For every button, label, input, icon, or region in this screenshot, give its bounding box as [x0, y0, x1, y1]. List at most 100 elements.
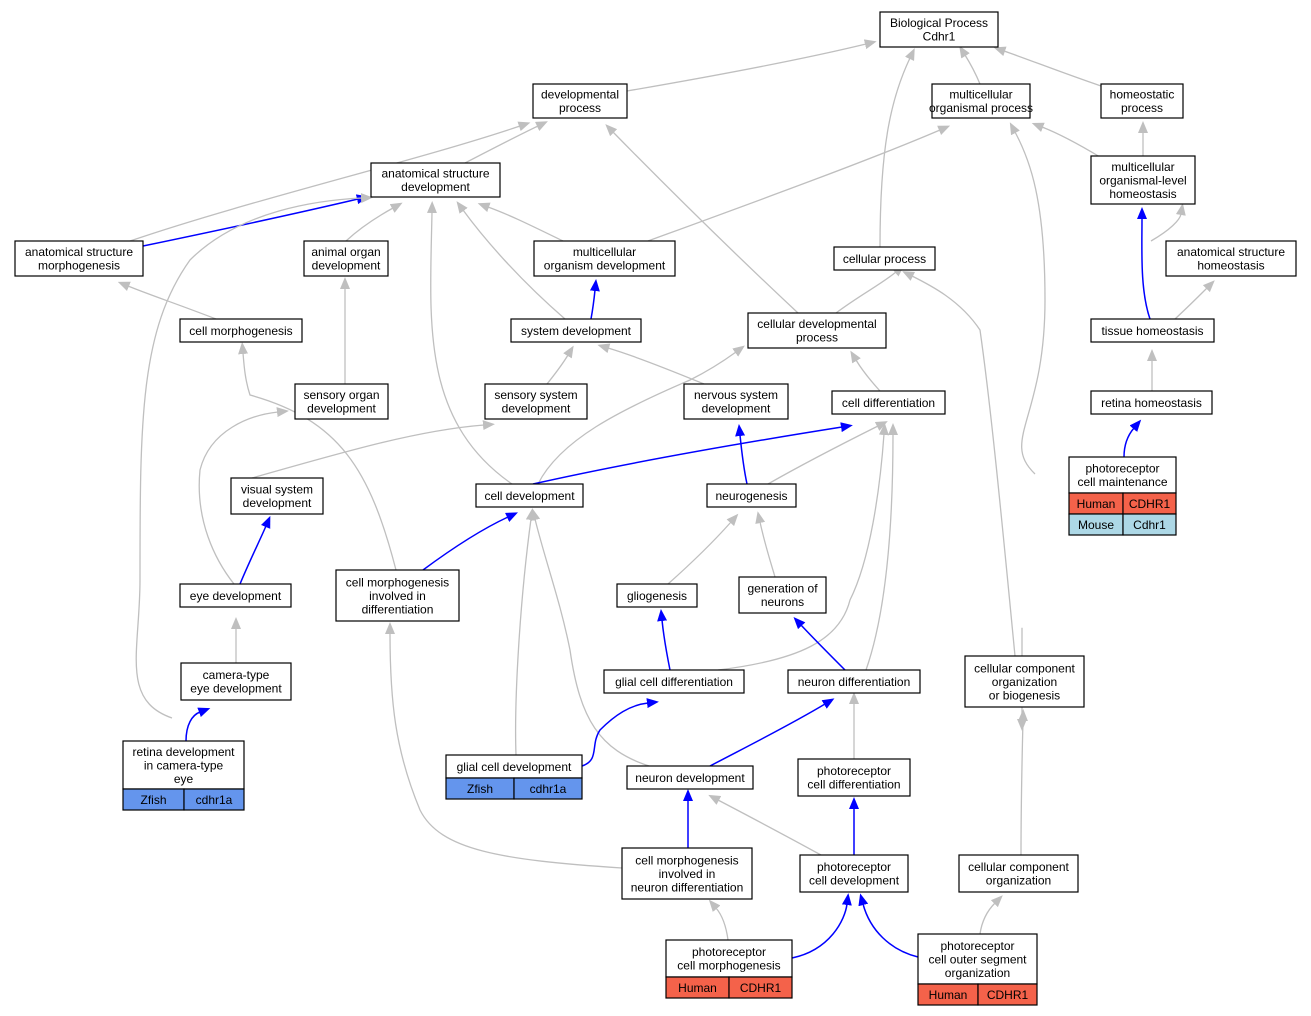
edge-22: [589, 279, 600, 320]
node-box: [14, 240, 144, 277]
node-label-line: development: [307, 402, 376, 416]
species-cell-text: Zfish: [467, 782, 493, 796]
node-glialdiff[interactable]: glial cell differentiation: [603, 669, 745, 694]
node-label-line: cellular developmental: [757, 317, 876, 331]
node-box: [931, 83, 1031, 119]
edge-35: [767, 421, 888, 485]
node-label-line: in camera-type: [144, 758, 224, 772]
node-label-line: multicellular: [949, 88, 1012, 102]
node-label-line: neuron differentiation: [631, 880, 744, 894]
node-label-line: development: [243, 496, 312, 510]
node-box: [510, 318, 642, 343]
edge-1: [959, 45, 981, 85]
edge-46: [717, 423, 889, 671]
node-label-line: sensory system: [494, 388, 577, 402]
edge-50: [581, 698, 659, 767]
node-box: [621, 847, 753, 900]
node-label-line: neurogenesis: [715, 489, 787, 503]
node-label-line: photoreceptor: [1085, 462, 1159, 476]
node-sysdev[interactable]: system development: [510, 318, 642, 343]
node-box: [475, 483, 584, 508]
gene-cell: CDHR1: [728, 976, 793, 999]
gene-cell-text: CDHR1: [987, 988, 1029, 1002]
edge-17: [1150, 203, 1186, 242]
node-cellproc[interactable]: cellular process: [833, 246, 936, 271]
node-label-line: neuron development: [635, 771, 745, 785]
node-gliogen[interactable]: gliogenesis: [616, 583, 698, 608]
gene-cell-bg: [728, 976, 793, 999]
node-eyedev[interactable]: eye development: [179, 583, 292, 608]
node-label-line: cell development: [809, 874, 900, 888]
gene-cell: CDHR1: [1122, 492, 1177, 515]
node-box: [1165, 240, 1297, 277]
gene-cell-bg: [513, 777, 583, 800]
edge-45: [657, 609, 671, 671]
node-box: [626, 765, 754, 790]
edge-44: [185, 707, 211, 742]
node-label-line: organism development: [544, 259, 666, 273]
node-neurogen[interactable]: neurogenesis: [706, 483, 797, 508]
node-label-line: cellular process: [843, 252, 926, 266]
node-label-line: cell morphogenesis: [677, 959, 780, 973]
edge-12: [345, 202, 403, 242]
edges-layer: [117, 39, 1215, 959]
node-box: [1100, 83, 1184, 119]
node-box: [833, 246, 936, 271]
species-cell: Zfish: [122, 788, 185, 811]
node-box: [616, 583, 698, 608]
node-label-line: differentiation: [362, 602, 434, 616]
node-box: [797, 758, 911, 797]
node-celldev[interactable]: cell development: [475, 483, 584, 508]
edge-14: [456, 201, 566, 320]
edge-31: [251, 420, 495, 479]
node-retinahomeo[interactable]: retina homeostasis: [1090, 390, 1213, 415]
node-label-line: neurons: [761, 595, 804, 609]
node-label-line: anatomical structure: [25, 245, 133, 259]
species-cell: Human: [665, 976, 730, 999]
node-label-line: cell outer segment: [928, 952, 1027, 966]
node-label-line: development: [312, 259, 381, 273]
edge-29: [850, 350, 881, 392]
node-tissuehomeo[interactable]: tissue homeostasis: [1090, 318, 1215, 343]
node-label-line: photoreceptor: [817, 860, 891, 874]
node-neurondiff[interactable]: neuron differentiation: [787, 669, 921, 694]
node-label-line: organismal-level: [1099, 173, 1186, 187]
edge-19: [1174, 280, 1215, 320]
edge-4: [464, 121, 548, 164]
node-label-line: photoreceptor: [817, 764, 891, 778]
node-celldiff[interactable]: cell differentiation: [831, 390, 946, 415]
edge-3: [879, 48, 915, 248]
node-cellmorph[interactable]: cell morphogenesis: [179, 318, 303, 343]
node-label-line: cell development: [484, 489, 575, 503]
node-neurondev[interactable]: neuron development: [626, 765, 754, 790]
